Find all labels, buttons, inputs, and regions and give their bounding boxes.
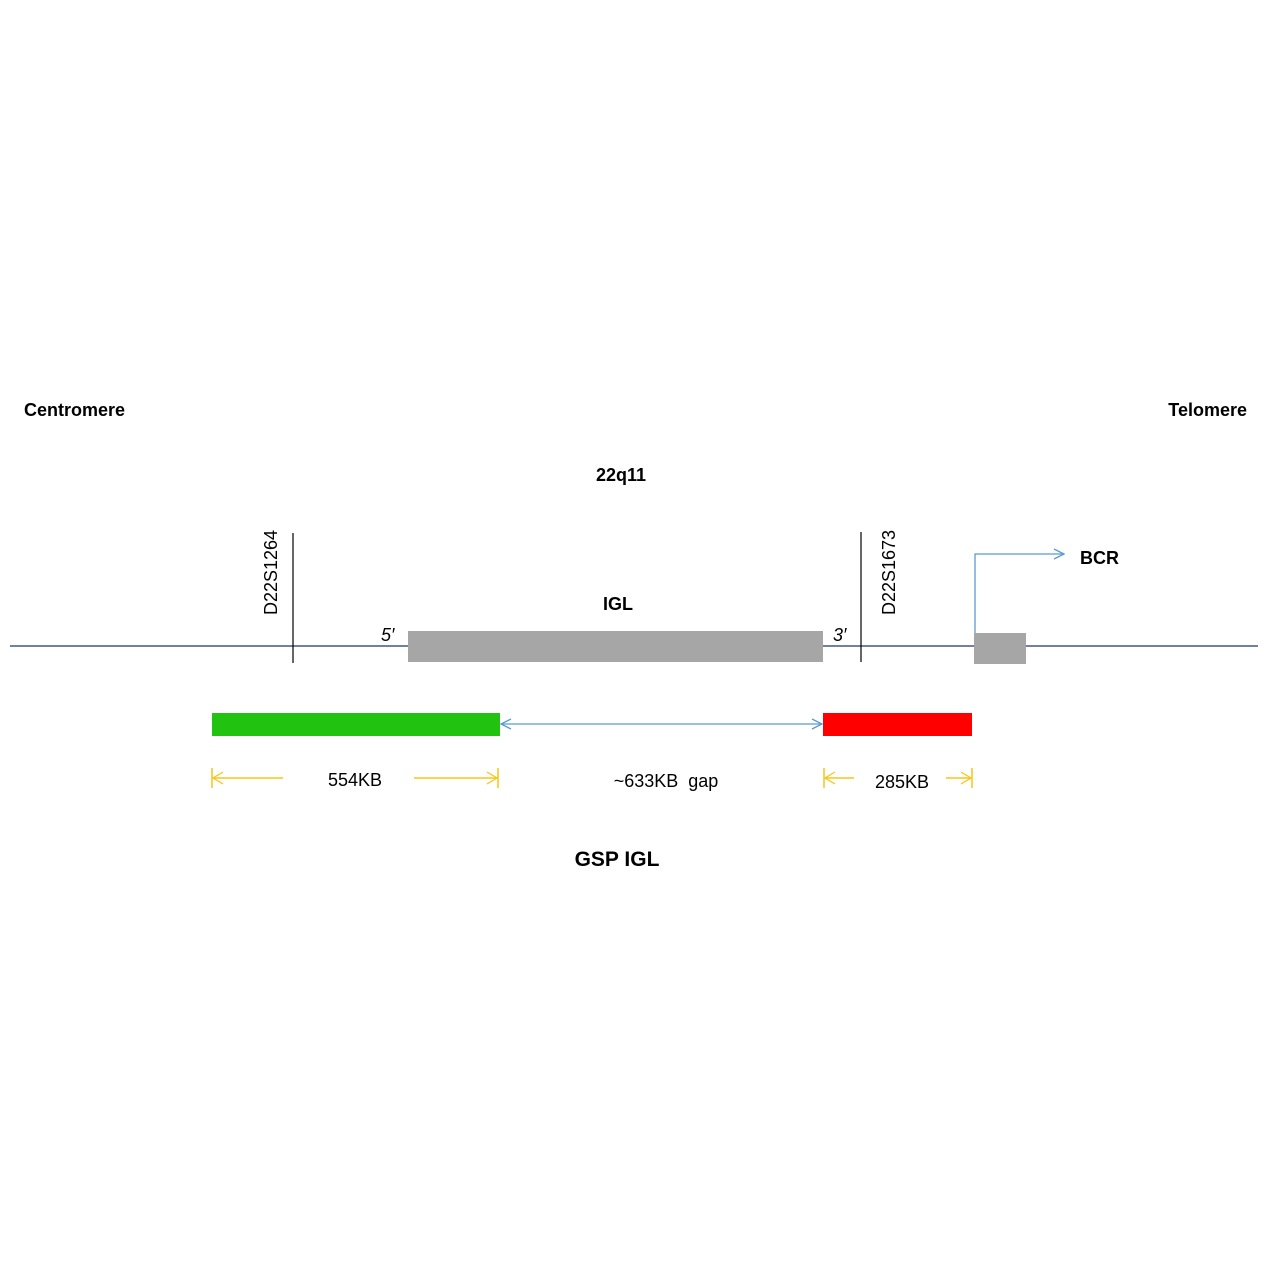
marker-left-label: D22S1264	[261, 530, 281, 615]
diagram-title: GSP IGL	[575, 848, 660, 871]
band-label: 22q11	[596, 465, 646, 485]
centromere-label: Centromere	[24, 400, 125, 420]
telomere-label: Telomere	[1168, 400, 1247, 420]
bcr-label: BCR	[1080, 548, 1119, 568]
igl-label: IGL	[603, 594, 633, 614]
bcr-gene-box	[974, 633, 1026, 664]
bcr-transcription-arrow	[974, 554, 1064, 633]
right-probe-size: 285KB	[875, 772, 929, 792]
igl-gene-box	[408, 631, 823, 662]
left-probe-green	[212, 713, 500, 736]
gap-label: ~633KB gap	[614, 771, 719, 791]
left-probe-size: 554KB	[328, 770, 382, 790]
five-prime-label: 5′	[381, 625, 395, 645]
three-prime-label: 3′	[833, 625, 847, 645]
right-probe-red	[823, 713, 972, 736]
marker-right-label: D22S1673	[879, 530, 899, 615]
